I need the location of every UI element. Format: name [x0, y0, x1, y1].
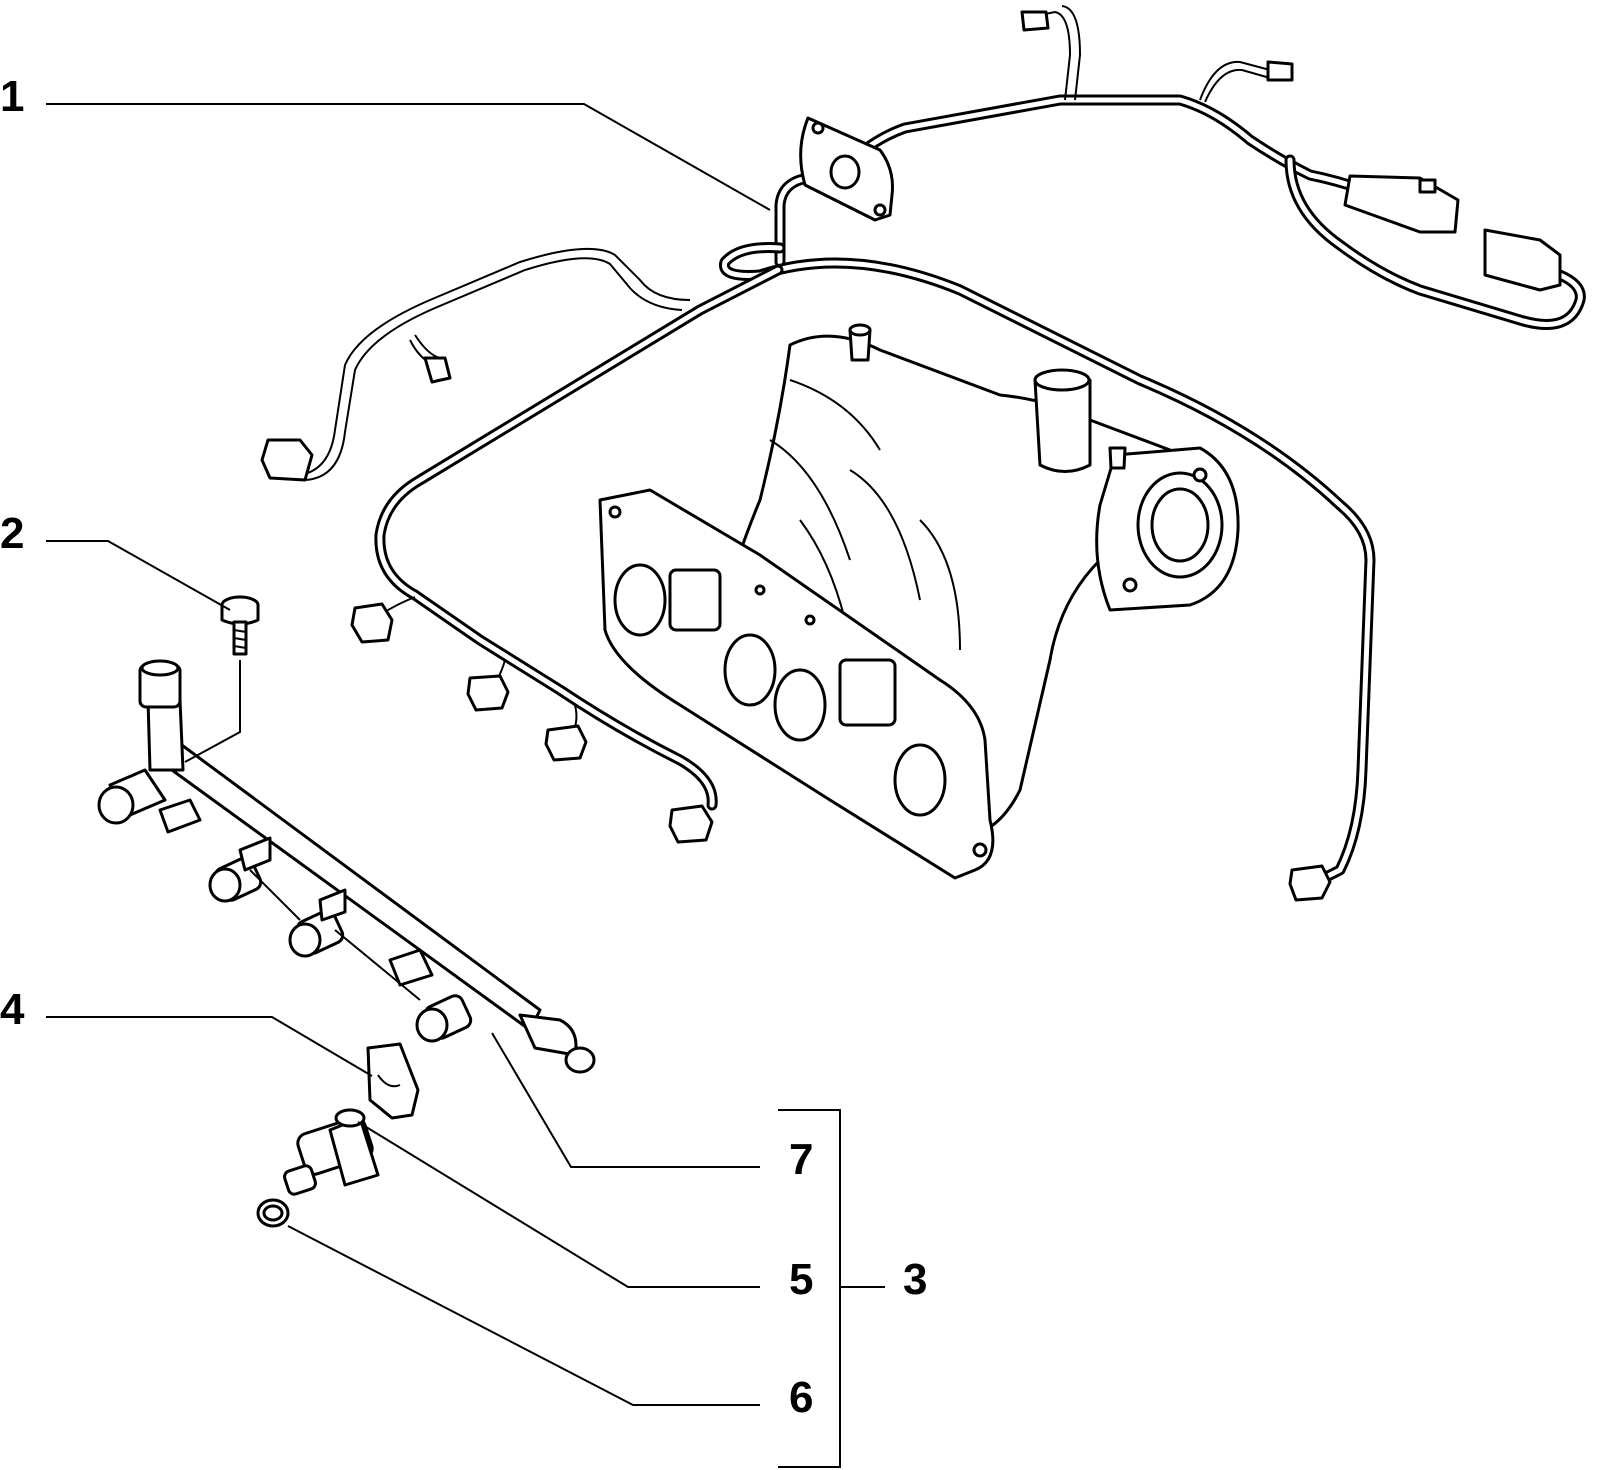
group-bracket [778, 1109, 841, 1468]
callout-3: 3 [903, 1255, 927, 1304]
leader-line-2 [46, 540, 231, 611]
callout-4: 4 [0, 985, 25, 1034]
clip-icon [366, 1042, 420, 1120]
screw-icon [220, 595, 260, 656]
leader-line-4 [46, 1016, 373, 1077]
leader-line-5 [357, 1121, 760, 1288]
intake-manifold-icon [598, 323, 1240, 880]
leader-line-6 [287, 1225, 760, 1406]
leader-line-1 [46, 103, 771, 211]
fuel-rail-icon [97, 659, 596, 1074]
leader-line-2-rail [184, 660, 241, 763]
seal-ring-icon [256, 1198, 290, 1228]
callout-2: 2 [0, 509, 24, 558]
leader-lines [46, 103, 885, 1468]
callout-1: 1 [0, 72, 24, 121]
callout-7: 7 [789, 1135, 813, 1184]
wiring-harness-icon [260, 5, 1586, 902]
callout-6: 6 [789, 1373, 813, 1422]
leader-line-7 [491, 1032, 760, 1168]
fuel-injector-icon [283, 1108, 380, 1196]
callout-5: 5 [789, 1255, 813, 1304]
